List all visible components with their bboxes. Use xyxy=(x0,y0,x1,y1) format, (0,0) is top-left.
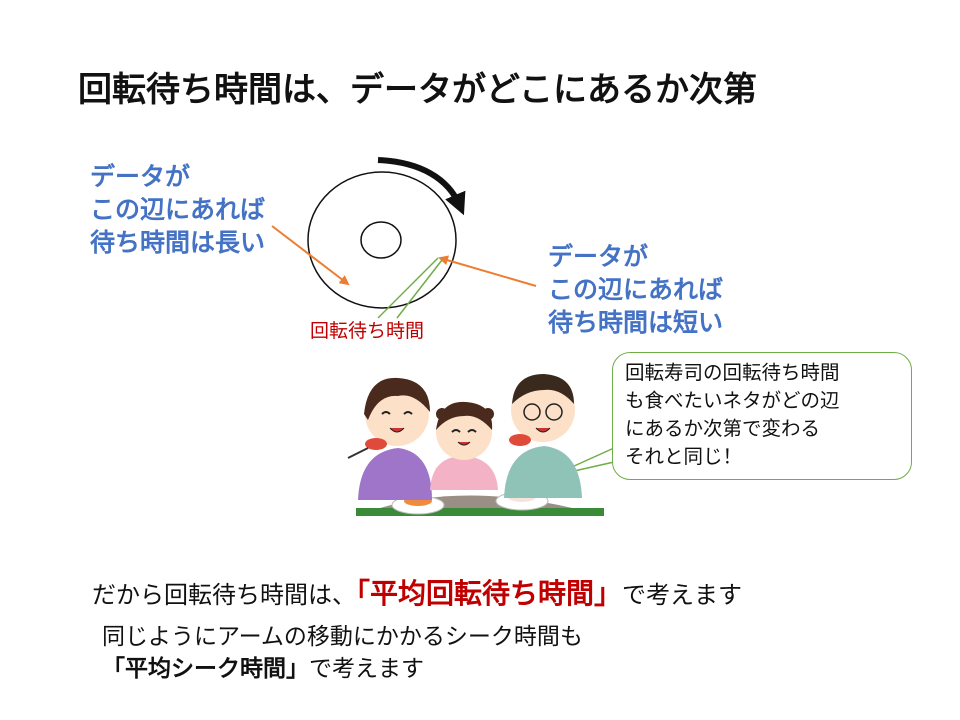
wait-line-1 xyxy=(377,257,439,319)
left-label: データが この辺にあれば 待ち時間は長い xyxy=(90,160,265,259)
sushi-family-illustration xyxy=(347,374,604,516)
right-label-line1: データが xyxy=(548,242,649,271)
speech-bubble-line4: それと同じ！ xyxy=(625,445,743,468)
conclusion-line: だから回転待ち時間は、「平均回転待ち時間」で考えます xyxy=(92,572,742,612)
rotation-arrow xyxy=(377,157,466,216)
wait-line-2 xyxy=(396,259,443,319)
speech-bubble-line3: にあるか次第で変わる xyxy=(625,417,821,440)
right-label-line2: この辺にあれば xyxy=(548,275,724,304)
speech-bubble-line1: 回転寿司の回転待ち時間 xyxy=(625,361,840,384)
conclusion-emphasis: 「平均回転待ち時間」 xyxy=(356,577,623,610)
seek-suffix: で考えます xyxy=(309,656,424,682)
left-label-line1: データが xyxy=(90,162,191,191)
wait-time-label: 回転待ち時間 xyxy=(310,320,425,342)
seek-conclusion-line: 「平均シーク時間」で考えます xyxy=(102,654,424,684)
speech-bubble: 回転寿司の回転待ち時間 も食べたいネタがどの辺 にあるか次第で変わる それと同じ… xyxy=(612,352,912,480)
right-orange-arrow xyxy=(438,255,537,287)
left-label-line2: この辺にあれば xyxy=(90,195,266,224)
conclusion-prefix: だから回転待ち時間は、 xyxy=(92,581,356,609)
seek-time-line: 同じようにアームの移動にかかるシーク時間も xyxy=(102,624,583,650)
right-label: データが この辺にあれば 待ち時間は短い xyxy=(548,240,723,339)
left-orange-arrow xyxy=(271,225,350,286)
disk-spindle xyxy=(360,221,402,259)
speech-bubble-line2: も食べたいネタがどの辺 xyxy=(625,389,840,412)
slide-title: 回転待ち時間は、データがどこにあるか次第 xyxy=(78,70,757,110)
conclusion-suffix: で考えます xyxy=(622,581,743,609)
seek-emphasis: 「平均シーク時間」 xyxy=(102,656,309,682)
right-label-line3: 待ち時間は短い xyxy=(548,308,724,337)
left-label-line3: 待ち時間は長い xyxy=(90,228,266,257)
